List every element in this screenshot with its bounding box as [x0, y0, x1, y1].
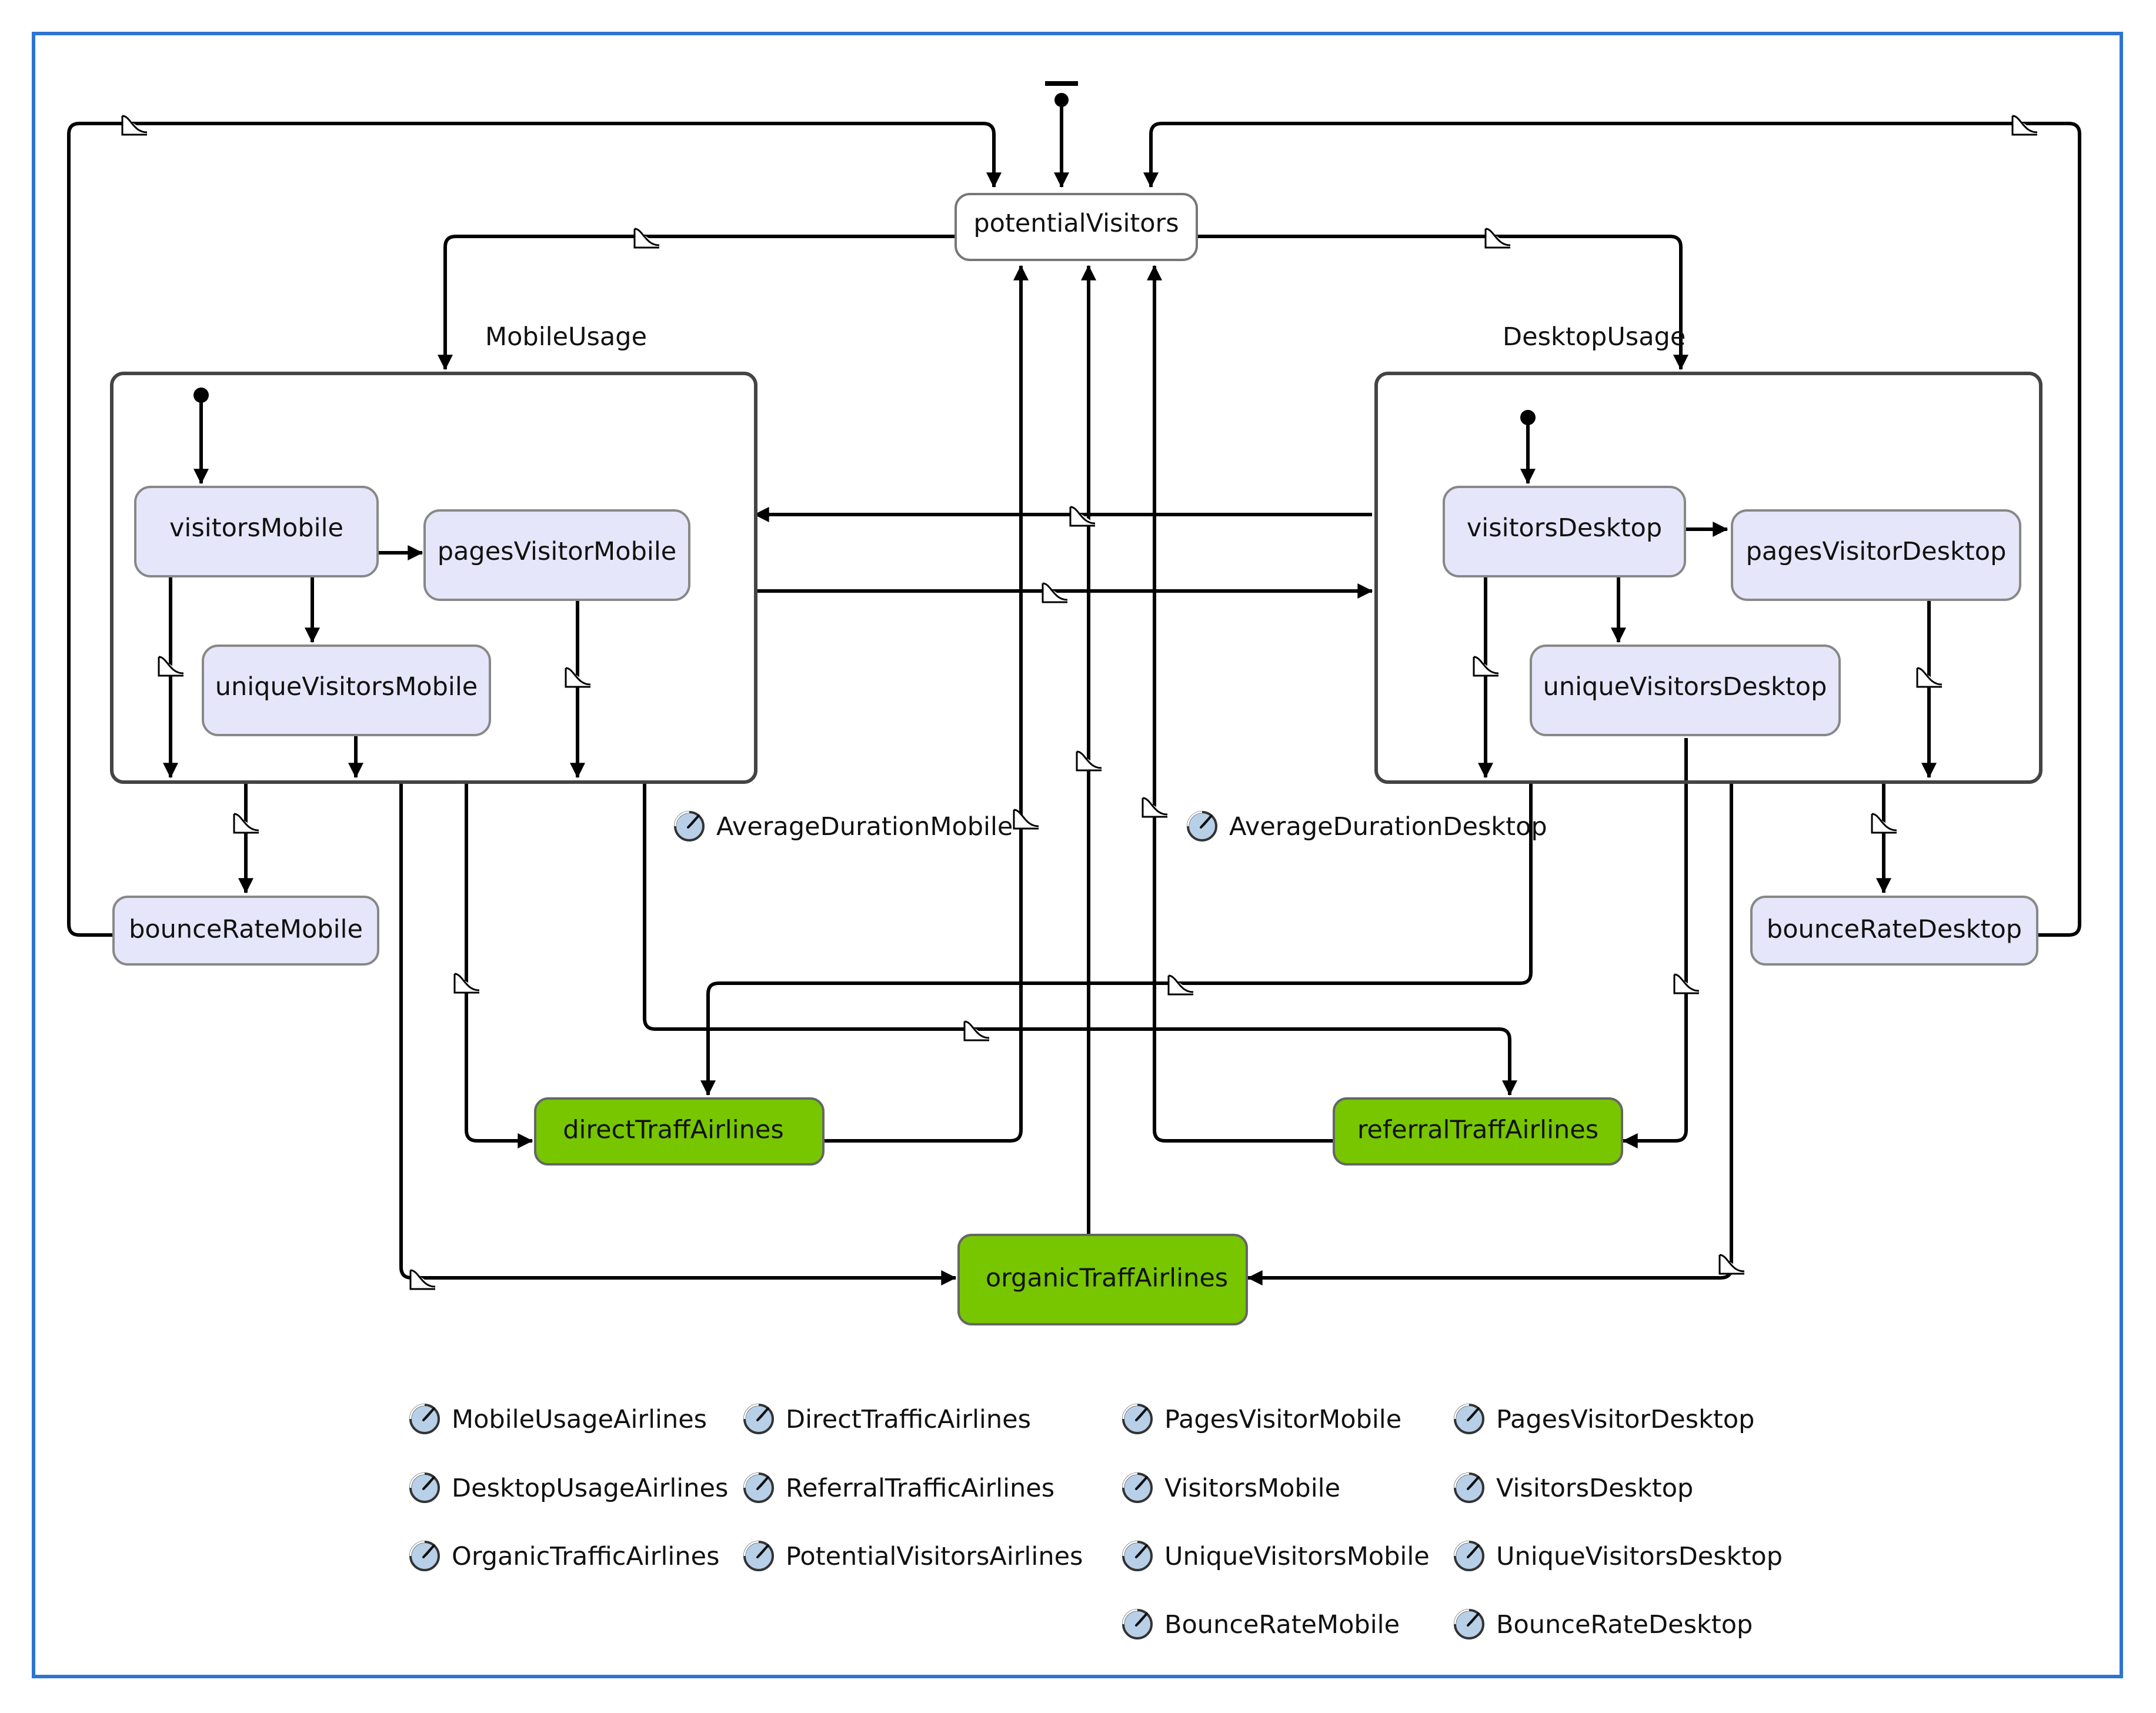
potentialVisitors-to-desktopUsage: [1196, 235, 1688, 370]
parameter-item[interactable]: MobileUsageAirlines: [409, 1404, 707, 1434]
svg-text:PagesVisitorDesktop: PagesVisitorDesktop: [1496, 1405, 1754, 1434]
uniqueVisitorsDesktop-to-referralTraffAirlines: [1622, 738, 1688, 1148]
svg-text:pagesVisitorMobile: pagesVisitorMobile: [438, 537, 676, 566]
parameter-gauge-icon: [1454, 1472, 1484, 1503]
parameter-gauge-icon: [743, 1472, 774, 1503]
mobileUsage-to-referralTraffAirlines: [643, 782, 1517, 1096]
svg-text:visitorsMobile: visitorsMobile: [169, 513, 343, 543]
parameter-gauge-icon: [1454, 1541, 1484, 1571]
state-visitorsDesktop[interactable]: visitorsDesktop: [1443, 486, 1686, 577]
svg-text:OrganicTrafficAirlines: OrganicTrafficAirlines: [452, 1542, 720, 1571]
parameter-gauge-icon: [1122, 1472, 1153, 1503]
state-pagesVisitorMobile[interactable]: pagesVisitorMobile: [423, 509, 690, 601]
state-visitorsMobile[interactable]: visitorsMobile: [134, 486, 379, 577]
bounceRateMobile-to-potentialVisitors: [67, 122, 1002, 937]
parameter-item[interactable]: UniqueVisitorsDesktop: [1454, 1541, 1783, 1571]
svg-text:visitorsDesktop: visitorsDesktop: [1467, 513, 1662, 543]
parameter-gauge-icon: [1122, 1541, 1153, 1571]
state-potentialVisitors[interactable]: potentialVisitors: [954, 193, 1198, 261]
svg-text:VisitorsDesktop: VisitorsDesktop: [1496, 1474, 1693, 1503]
parameter-item[interactable]: DirectTrafficAirlines: [743, 1404, 1031, 1434]
svg-text:DesktopUsageAirlines: DesktopUsageAirlines: [452, 1474, 728, 1503]
svg-text:bounceRateDesktop: bounceRateDesktop: [1767, 915, 2022, 944]
svg-text:potentialVisitors: potentialVisitors: [973, 209, 1179, 238]
parameter-gauge-icon: [743, 1404, 774, 1434]
region-desktopUsage[interactable]: [1374, 372, 2042, 784]
parameter-gauge-icon: [674, 811, 705, 842]
svg-text:uniqueVisitorsMobile: uniqueVisitorsMobile: [215, 672, 478, 702]
parameter-list: MobileUsageAirlines DesktopUsageAirlines…: [409, 1404, 1783, 1639]
referralTraffAirlines-to-potentialVisitors: [1147, 265, 1334, 1143]
parameter-item[interactable]: UniqueVisitorsMobile: [1122, 1541, 1430, 1571]
svg-text:AverageDurationDesktop: AverageDurationDesktop: [1229, 812, 1547, 842]
parameter-gauge-icon: [409, 1404, 440, 1434]
state-organicTraffAirlines[interactable]: organicTraffAirlines: [957, 1234, 1248, 1325]
state-uniqueVisitorsMobile[interactable]: uniqueVisitorsMobile: [202, 645, 491, 736]
svg-text:bounceRateMobile: bounceRateMobile: [129, 915, 363, 944]
region-label-desktop: DesktopUsage: [1503, 322, 1686, 352]
state-uniqueVisitorsDesktop[interactable]: uniqueVisitorsDesktop: [1530, 645, 1841, 736]
directTraffAirlines-to-potentialVisitors: [823, 265, 1029, 1143]
state-directTraffAirlines[interactable]: directTraffAirlines: [534, 1097, 825, 1166]
parameter-item[interactable]: VisitorsDesktop: [1454, 1472, 1693, 1503]
potentialVisitors-to-mobileUsage: [438, 235, 954, 370]
region-label-mobile: MobileUsage: [485, 322, 647, 352]
svg-text:DirectTrafficAirlines: DirectTrafficAirlines: [786, 1405, 1031, 1434]
parameter-gauge-icon: [1122, 1404, 1153, 1434]
state-bounceRateMobile[interactable]: bounceRateMobile: [112, 896, 379, 966]
svg-text:PotentialVisitorsAirlines: PotentialVisitorsAirlines: [786, 1542, 1083, 1571]
state-pagesVisitorDesktop[interactable]: pagesVisitorDesktop: [1731, 509, 2021, 601]
parameter-gauge-icon: [409, 1541, 440, 1571]
svg-text:UniqueVisitorsDesktop: UniqueVisitorsDesktop: [1496, 1542, 1783, 1571]
svg-text:organicTraffAirlines: organicTraffAirlines: [986, 1264, 1228, 1293]
svg-text:pagesVisitorDesktop: pagesVisitorDesktop: [1746, 537, 2007, 566]
parameter-gauge-icon: [743, 1541, 774, 1571]
parameter-averageDurationDesktop[interactable]: AverageDurationDesktop: [1187, 811, 1547, 842]
parameter-gauge-icon: [1454, 1404, 1484, 1434]
initial-state-icon: [1520, 410, 1536, 425]
svg-text:VisitorsMobile: VisitorsMobile: [1164, 1474, 1340, 1503]
parameter-item[interactable]: OrganicTrafficAirlines: [409, 1541, 720, 1571]
parameter-item[interactable]: BounceRateDesktop: [1454, 1609, 1753, 1639]
parameter-item[interactable]: DesktopUsageAirlines: [409, 1472, 728, 1503]
mobileUsage-to-directTraffAirlines: [465, 782, 533, 1148]
svg-text:UniqueVisitorsMobile: UniqueVisitorsMobile: [1164, 1542, 1430, 1571]
parameter-gauge-icon: [1454, 1609, 1484, 1639]
svg-text:uniqueVisitorsDesktop: uniqueVisitorsDesktop: [1543, 672, 1827, 702]
desktopUsage-to-directTraffAirlines: [700, 782, 1533, 1096]
parameter-item[interactable]: PagesVisitorMobile: [1122, 1404, 1401, 1434]
svg-text:MobileUsageAirlines: MobileUsageAirlines: [452, 1405, 707, 1434]
initial-state-icon: [1045, 81, 1078, 107]
svg-text:referralTraffAirlines: referralTraffAirlines: [1357, 1116, 1598, 1145]
parameter-item[interactable]: PagesVisitorDesktop: [1454, 1404, 1754, 1434]
parameter-item[interactable]: PotentialVisitorsAirlines: [743, 1541, 1083, 1571]
parameter-gauge-icon: [409, 1472, 440, 1503]
svg-text:directTraffAirlines: directTraffAirlines: [563, 1116, 784, 1145]
parameter-gauge-icon: [1187, 811, 1217, 842]
svg-text:BounceRateMobile: BounceRateMobile: [1164, 1610, 1400, 1639]
parameter-gauge-icon: [1122, 1609, 1153, 1639]
parameter-item[interactable]: BounceRateMobile: [1122, 1609, 1400, 1639]
diagram-frame: [32, 32, 2123, 1678]
svg-text:ReferralTrafficAirlines: ReferralTrafficAirlines: [786, 1474, 1054, 1503]
parameter-averageDurationMobile[interactable]: AverageDurationMobile: [674, 811, 1013, 842]
svg-text:BounceRateDesktop: BounceRateDesktop: [1496, 1610, 1753, 1639]
svg-text:AverageDurationMobile: AverageDurationMobile: [716, 812, 1013, 842]
bounceRateDesktop-to-potentialVisitors: [1143, 122, 2081, 937]
svg-text:PagesVisitorMobile: PagesVisitorMobile: [1164, 1405, 1401, 1434]
state-referralTraffAirlines[interactable]: referralTraffAirlines: [1333, 1097, 1623, 1166]
state-bounceRateDesktop[interactable]: bounceRateDesktop: [1750, 896, 2038, 966]
initial-state-icon: [193, 388, 209, 403]
region-mobileUsage[interactable]: [110, 372, 757, 784]
parameter-item[interactable]: ReferralTrafficAirlines: [743, 1472, 1054, 1503]
parameter-item[interactable]: VisitorsMobile: [1122, 1472, 1340, 1503]
